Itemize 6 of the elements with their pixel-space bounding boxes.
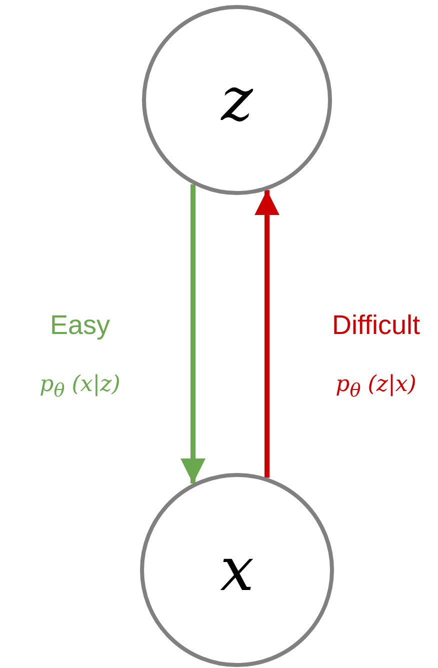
- arrow: [254, 190, 280, 478]
- formula-label: p$_{θ}$ (z|x): [336, 372, 416, 402]
- variable-label: z: [221, 70, 253, 130]
- formula-label: p$_{θ}$ (x|z): [40, 372, 120, 402]
- arrow: [180, 184, 206, 484]
- variable-label: x: [220, 540, 254, 600]
